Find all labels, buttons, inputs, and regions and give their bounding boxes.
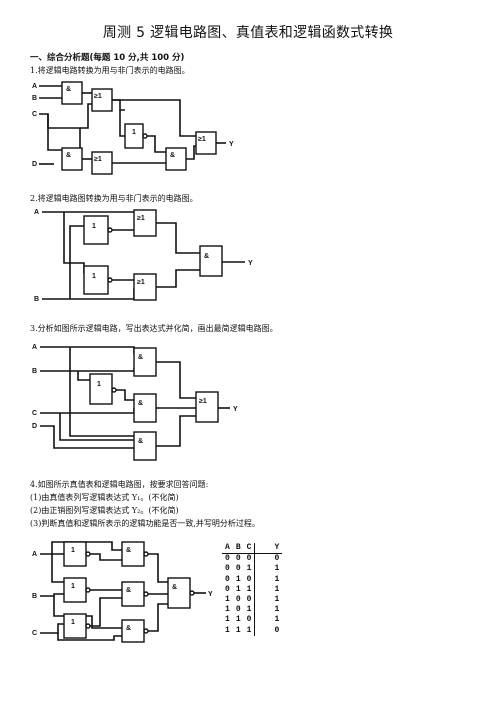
c4-label-b: B: [32, 593, 37, 600]
c2-output-label: Y: [248, 260, 253, 267]
c1-or-3-symbol: ≥1: [198, 136, 206, 143]
c2-label-a: A: [34, 209, 39, 216]
c2-or-2-symbol: ≥1: [137, 279, 145, 286]
c1-not-symbol: 1: [132, 129, 136, 136]
c3-label-d: D: [32, 423, 37, 430]
question-4-part-2: (2)由正销图列写逻辑表达式 Y₂。(不化简): [30, 506, 179, 515]
c1-and-1-symbol: &: [66, 86, 71, 93]
c4-and-2-symbol: &: [126, 587, 131, 594]
question-4-part-3: (3)判断真值和逻辑所表示的逻辑功能是否一致,并写明分析过程。: [30, 519, 260, 528]
c4-output-label: Y: [208, 591, 213, 598]
c3-and-1-symbol: &: [138, 354, 143, 361]
c3-and-gate-2: [133, 393, 157, 423]
circuit-diagram-4: A B C 1 1 1 & & & & Y: [32, 541, 213, 643]
c1-label-d: D: [32, 161, 37, 168]
question-1: 1.将逻辑电路转换为用与非门表示的电路图。: [30, 66, 190, 75]
c4-label-a: A: [32, 551, 37, 558]
section-heading: 一、综合分析题(每题 10 分,共 100 分): [30, 53, 185, 63]
page-title: 周测 5 逻辑电路图、真值表和逻辑函数式转换: [102, 25, 394, 41]
c3-and-3-symbol: &: [138, 438, 143, 445]
c4-and-gate-2: [121, 581, 145, 607]
c1-and-3-symbol: &: [170, 152, 175, 159]
circuit-diagram-2: A B 1 1 ≥1 ≥1 & Y: [34, 209, 253, 303]
c1-label-c: C: [32, 111, 37, 118]
tt-header-y: Y: [271, 543, 283, 555]
c3-or-gate: [195, 391, 219, 423]
c4-not-gate-3: [63, 613, 87, 639]
c3-and-gate-3: [133, 431, 157, 461]
c2-not-gate-2: [83, 265, 109, 295]
circuit-diagram-3: A B C D 1 & & & ≥1 Y: [32, 344, 238, 461]
c4-and-1-symbol: &: [126, 547, 131, 554]
c3-output-label: Y: [233, 406, 238, 413]
c2-label-b: B: [34, 296, 39, 303]
c3-label-a: A: [32, 344, 37, 351]
c3-not-symbol: 1: [97, 381, 101, 388]
c1-or-1-symbol: ≥1: [94, 93, 102, 100]
c1-output-label: Y: [229, 141, 234, 148]
c1-label-a: A: [32, 83, 37, 90]
c2-not-1-symbol: 1: [92, 223, 96, 230]
c3-label-b: B: [32, 368, 37, 375]
c1-not-gate: [124, 123, 144, 149]
c3-and-2-symbol: &: [138, 400, 143, 407]
c1-and-gate-3: [165, 147, 187, 171]
c4-and-3-symbol: &: [126, 625, 131, 632]
question-3: 3.分析如图所示逻辑电路，写出表达式并化简，画出最简逻辑电路图。: [30, 324, 278, 333]
c1-and-2-symbol: &: [66, 152, 71, 159]
tt-header-b: B: [232, 543, 244, 555]
c4-not-gate-1: [63, 541, 87, 567]
c4-and-final-symbol: &: [172, 584, 177, 591]
tt-header-a: A: [222, 543, 233, 555]
c3-not-gate: [89, 373, 113, 405]
c4-not-3-symbol: 1: [71, 619, 75, 626]
question-4-part-1: (1)由真值表列写逻辑表达式 Y₁。(不化简): [30, 493, 179, 502]
c2-and-symbol: &: [204, 253, 209, 260]
c1-and-gate-2: [61, 147, 83, 171]
c2-not-2-symbol: 1: [92, 273, 96, 280]
question-2: 2.将逻辑电路图转换为用与非门表示的电路图。: [30, 194, 198, 203]
c2-or-gate-1: [133, 209, 157, 237]
c1-label-b: B: [32, 95, 37, 102]
c4-not-gate-2: [63, 577, 87, 603]
c1-and-gate-1: [61, 81, 83, 105]
tt-header-c: C: [243, 543, 255, 555]
c3-or-symbol: ≥1: [199, 398, 207, 405]
c2-and-gate: [199, 245, 223, 277]
c1-or-2-symbol: ≥1: [94, 156, 102, 163]
circuit-diagram-1: A B C D & ≥1 1 & ≥1 & ≥1 Y: [32, 81, 234, 175]
c4-not-2-symbol: 1: [71, 583, 75, 590]
c3-and-gate-1: [133, 347, 157, 377]
c3-label-c: C: [32, 410, 37, 417]
c2-or-1-symbol: ≥1: [137, 215, 145, 222]
c4-not-1-symbol: 1: [71, 547, 75, 554]
c2-not-gate-1: [83, 215, 109, 245]
question-4: 4.如图所示真值表和逻辑电路图，按要求回答问题:: [30, 480, 209, 489]
c2-or-gate-2: [133, 273, 157, 301]
c4-label-c: C: [32, 630, 37, 637]
c4-and-gate-final: [167, 577, 191, 609]
c4-and-gate-1: [121, 541, 145, 567]
